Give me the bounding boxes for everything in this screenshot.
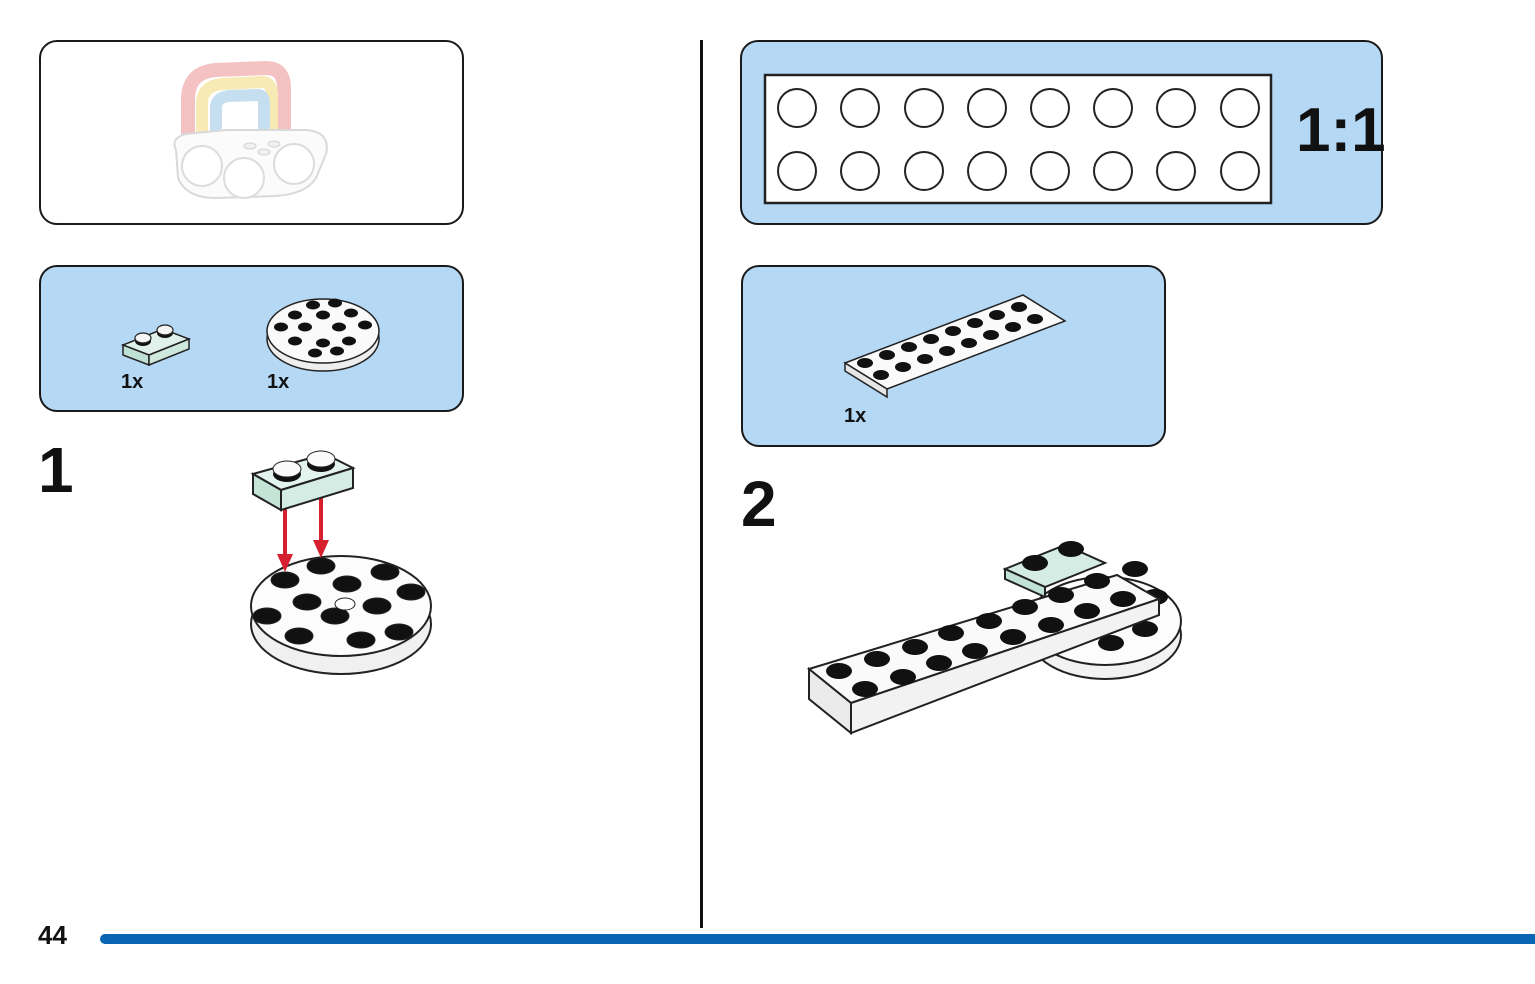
preview-box xyxy=(39,40,464,225)
page-number: 44 xyxy=(38,920,67,950)
step-number: 1 xyxy=(38,434,74,506)
part-qty-label: 1x xyxy=(121,371,144,393)
part-qty-label: 1x xyxy=(844,405,867,427)
plate-2x8-white-icon xyxy=(843,294,1067,399)
round-plate-4x4-white-icon xyxy=(266,298,380,372)
rainbow-cloud-preview-icon xyxy=(173,60,328,200)
footer-bar xyxy=(100,934,1535,944)
step-number: 2 xyxy=(741,468,777,540)
page-divider xyxy=(700,40,703,928)
step-2-assembly-illustration xyxy=(806,541,1182,736)
plate-2x8-scale-icon xyxy=(763,73,1273,205)
part-qty-label: 1x xyxy=(267,371,290,393)
parts-callout-step-2: 1x xyxy=(741,265,1166,447)
scale-label: 1:1 xyxy=(1296,96,1386,165)
scale-callout xyxy=(740,40,1383,225)
step-1-assembly-illustration xyxy=(250,450,432,675)
parts-callout-step-1: 1x 1x xyxy=(39,265,464,412)
plate-1x2-mint-icon xyxy=(120,324,192,367)
